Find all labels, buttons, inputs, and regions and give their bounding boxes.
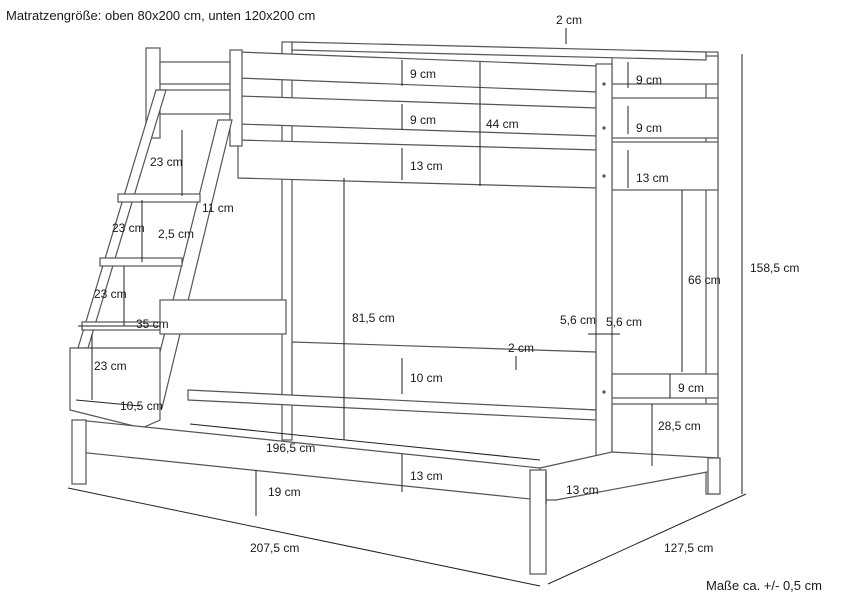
lower-left-end-rail <box>159 299 287 335</box>
dim-lower-clearance: 81,5 cm <box>352 311 395 325</box>
dim-lower-side-height: 28,5 cm <box>658 419 701 433</box>
dimension-lines <box>67 28 747 587</box>
dim-lower-side-rail: 9 cm <box>678 381 704 395</box>
dim-front-board: 13 cm <box>410 469 443 483</box>
tolerance-note: Maße ca. +/- 0,5 cm <box>706 578 822 593</box>
upper-back-rail <box>291 41 707 61</box>
screw-icon <box>602 82 606 86</box>
guard-left-post <box>229 49 243 147</box>
upper-left-end-rail-1 <box>159 61 231 85</box>
dim-guard-height: 44 cm <box>486 117 519 131</box>
dim-front-end-board: 13 cm <box>566 483 599 497</box>
dim-stair-rise-2: 23 cm <box>112 221 145 235</box>
screw-icon <box>602 174 606 178</box>
upper-end-rail-3 <box>611 141 719 191</box>
lower-right-end-rail-2 <box>611 403 719 461</box>
dim-total-width: 127,5 cm <box>664 541 713 555</box>
dim-rail-top-1: 9 cm <box>410 67 436 81</box>
dim-side-rail-2: 9 cm <box>636 121 662 135</box>
front-right-post <box>595 63 613 459</box>
front-left-leg <box>71 419 87 485</box>
dim-rail-top-2: 9 cm <box>410 113 436 127</box>
dim-rail-top-3: 13 cm <box>410 159 443 173</box>
mattress-size-note: Matratzengröße: oben 80x200 cm, unten 12… <box>6 8 316 23</box>
dim-total-length: 207,5 cm <box>250 541 299 555</box>
back-right-leg <box>707 457 721 495</box>
dim-stair-tread-offset: 11 cm <box>202 201 234 215</box>
stair-stringer-left <box>77 89 167 349</box>
dim-stair-thickness: 2,5 cm <box>158 227 194 241</box>
screw-icon <box>602 390 606 394</box>
dim-stair-rise-1: 23 cm <box>150 155 183 169</box>
dim-lower-length: 196,5 cm <box>266 441 315 455</box>
stair-step-1 <box>117 193 201 203</box>
dim-stair-foot: 10,5 cm <box>120 399 163 413</box>
dim-lower-rail: 10 cm <box>410 371 443 385</box>
upper-left-end-rail-2 <box>159 89 231 115</box>
screw-icon <box>602 126 606 130</box>
stair-step-2 <box>99 257 183 267</box>
dim-post-width-left: 5,6 cm <box>560 313 596 327</box>
lower-right-end-rail-1 <box>611 373 719 399</box>
dim-side-rail-3: 13 cm <box>636 171 669 185</box>
dim-stair-rise-4: 23 cm <box>94 359 127 373</box>
dim-upper-clearance: 66 cm <box>688 273 721 287</box>
back-left-post <box>281 41 293 441</box>
lower-front-board <box>77 419 541 501</box>
dim-top-gap: 2 cm <box>556 13 582 27</box>
dim-side-rail-1: 9 cm <box>636 73 662 87</box>
front-right-leg <box>529 469 547 575</box>
dim-stair-rise-3: 23 cm <box>94 287 127 301</box>
dim-lower-gap: 2 cm <box>508 341 534 355</box>
dim-total-height: 158,5 cm <box>750 261 799 275</box>
dim-post-width-right: 5,6 cm <box>606 315 642 329</box>
dim-stair-width: 35 cm <box>136 317 169 331</box>
dim-floor-clearance: 19 cm <box>268 485 301 499</box>
upper-end-rail-2 <box>611 97 719 139</box>
slat-frame <box>187 389 597 421</box>
